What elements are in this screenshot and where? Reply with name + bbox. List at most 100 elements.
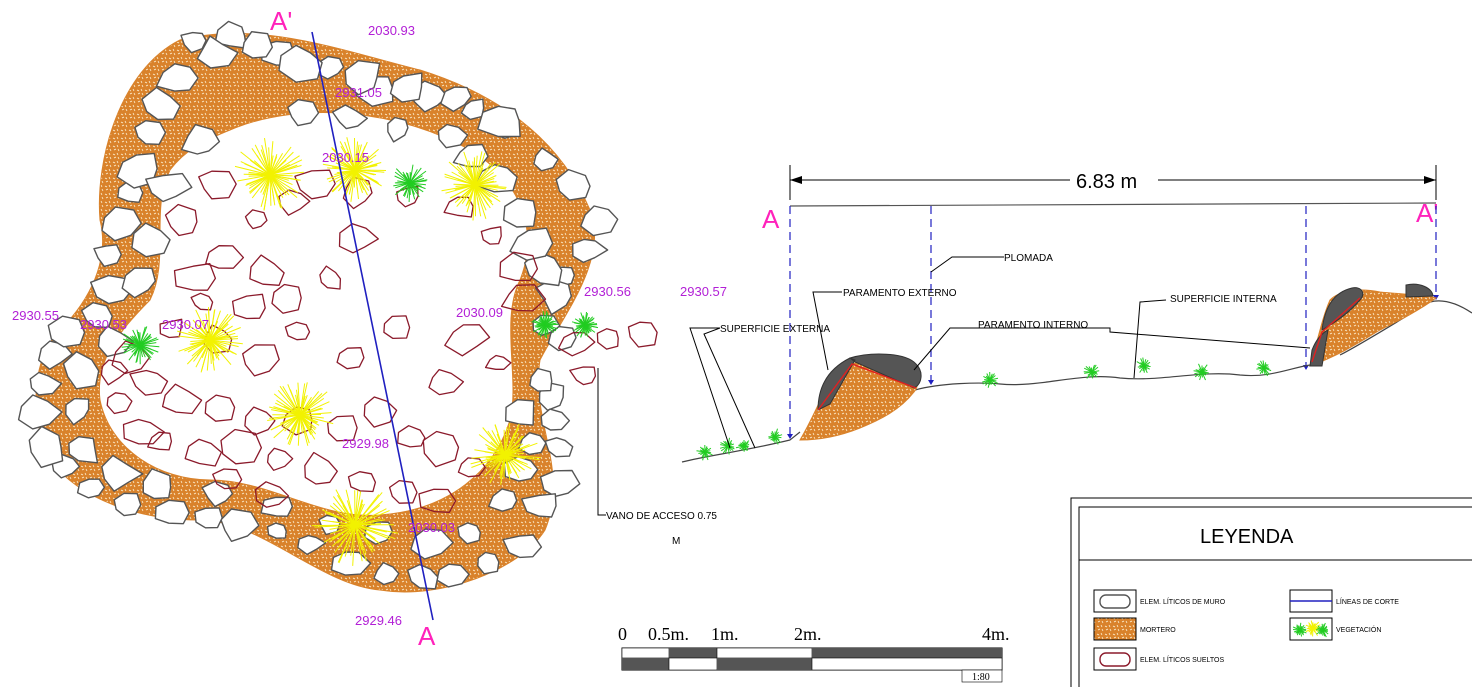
- leader-paramento-externo: [812, 291, 842, 371]
- loose-stone: [347, 471, 377, 493]
- vegetation-stroke: [409, 175, 423, 184]
- vegetation-stroke: [474, 167, 484, 186]
- vegetation-stroke: [209, 339, 239, 348]
- wall-stone: [518, 432, 547, 456]
- vegetation-stroke: [719, 445, 729, 449]
- vegetation-stroke: [474, 155, 478, 186]
- vegetation-stroke: [287, 384, 301, 416]
- vegetation-stroke: [1308, 622, 1314, 629]
- yellow-vegetation: [234, 138, 304, 211]
- loose-stone: [184, 438, 223, 467]
- section-wall-right-face: [1311, 297, 1361, 363]
- elevation-label: 2929.46: [355, 613, 402, 628]
- wall-stone: [28, 425, 64, 469]
- loose-stone: [231, 293, 266, 320]
- vegetation-stroke: [337, 524, 356, 563]
- vegetation-stroke: [195, 329, 211, 341]
- loose-stone: [428, 368, 465, 396]
- wall-stone: [97, 325, 135, 358]
- vegetation-stroke: [457, 178, 476, 186]
- vegetation-stroke: [1322, 629, 1329, 635]
- vegetation-stroke: [269, 174, 293, 186]
- vegetation-stroke: [1262, 360, 1265, 369]
- vegetation-stroke: [135, 344, 141, 364]
- wall-stone: [437, 123, 469, 149]
- vegetation-stroke: [504, 454, 532, 470]
- wall-stone: [65, 397, 90, 426]
- vegetation-stroke: [289, 414, 301, 446]
- legend-label-corte: LÍNEAS DE CORTE: [1336, 597, 1399, 606]
- section-wall-right-stone: [1309, 283, 1434, 367]
- wall-stone: [62, 351, 100, 390]
- vegetation-stroke: [354, 137, 356, 171]
- plan-section-top-label: A': [270, 6, 292, 36]
- legend-veg-yellow: [1305, 620, 1321, 637]
- vegetation-stroke: [1263, 366, 1269, 369]
- vegetation-stroke: [1322, 622, 1326, 631]
- vegetation-stroke: [474, 163, 501, 186]
- vegetation-stroke: [1198, 363, 1203, 373]
- vegetation-stroke: [269, 155, 300, 176]
- scale-tick-label: 2m.: [794, 624, 822, 644]
- vegetation-stroke: [139, 344, 151, 361]
- vegetation-stroke: [484, 454, 506, 477]
- vegetation-stroke: [409, 167, 422, 184]
- vegetation-stroke: [200, 339, 211, 373]
- vegetation-stroke: [323, 524, 356, 543]
- loose-stone: [242, 344, 280, 377]
- vegetation-stroke: [299, 414, 303, 434]
- scale-seg: [621, 647, 670, 659]
- vegetation-stroke: [499, 454, 506, 476]
- loose-stone: [418, 488, 457, 513]
- vegetation-stroke: [571, 321, 586, 326]
- vegetation-stroke: [297, 382, 301, 416]
- yellow-vegetation: [267, 382, 334, 446]
- wall-stone: [529, 367, 553, 392]
- vegetation-stroke: [260, 174, 271, 193]
- vegetation-stroke: [352, 524, 356, 566]
- wall-stone: [17, 394, 63, 430]
- vegetation-stroke: [533, 324, 546, 333]
- green-vegetation: [531, 311, 559, 339]
- vegetation-stroke: [123, 343, 141, 346]
- vegetation-stroke: [542, 311, 546, 326]
- vegetation-stroke: [269, 174, 284, 198]
- leader-paramento-interno: [913, 327, 1311, 371]
- vegetation-stroke: [354, 524, 373, 553]
- loose-stone: [363, 396, 398, 428]
- vegetation-stroke: [474, 161, 496, 186]
- vegetation-stroke: [269, 159, 287, 176]
- vegetation-stroke: [354, 510, 390, 526]
- section-callout-leaders: [689, 256, 1311, 449]
- elevation-label: 2931.05: [335, 85, 382, 100]
- wall-stone: [180, 31, 207, 54]
- vegetation-stroke: [402, 182, 411, 197]
- vegetation-stroke: [354, 524, 367, 562]
- vegetation-stroke: [1091, 366, 1099, 373]
- plan-section-bottom-label: A: [418, 621, 436, 651]
- vegetation-stroke: [344, 169, 356, 189]
- dimension-arrow-left: [790, 176, 802, 184]
- vegetation-stroke: [240, 161, 271, 176]
- vegetation-stroke: [354, 169, 375, 176]
- legend-label-vegetacion: VEGETACIÓN: [1336, 625, 1381, 634]
- vegetation-stroke: [354, 144, 362, 171]
- loose-stone: [220, 428, 263, 465]
- wall-stone: [121, 267, 156, 299]
- vegetation-stroke: [1322, 629, 1328, 631]
- vegetation-stroke: [209, 321, 219, 341]
- vegetation-stroke: [234, 165, 271, 176]
- vegetation-stroke: [346, 500, 356, 526]
- wall-stone: [101, 206, 142, 242]
- vegetation-stroke: [263, 174, 271, 211]
- vegetation-stroke: [743, 444, 750, 447]
- legend-veg-green: [1292, 622, 1307, 637]
- vegetation-stroke: [406, 182, 411, 199]
- vegetation-stroke: [346, 151, 356, 171]
- vegetation-stroke: [139, 344, 153, 355]
- vegetation-stroke: [544, 323, 559, 326]
- vegetation-stroke: [487, 430, 506, 456]
- legend-swatch-mortero: [1093, 617, 1137, 641]
- loose-stone: [122, 418, 165, 445]
